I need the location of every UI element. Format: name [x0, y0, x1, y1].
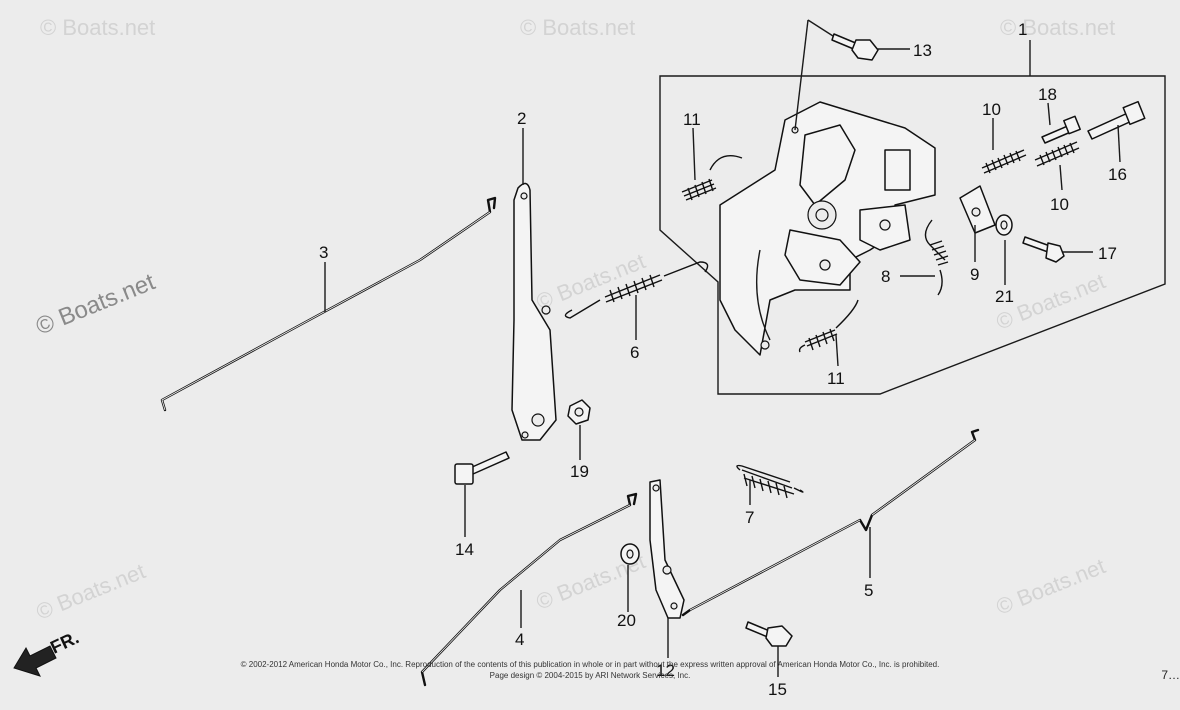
clip-9 [959, 185, 996, 234]
nut-19 [567, 399, 591, 425]
rod-3 [160, 196, 497, 412]
rod-5 [681, 428, 980, 617]
spring-11-upper [681, 155, 743, 201]
copyright-notice: © 2002-2012 American Honda Motor Co., In… [240, 660, 940, 669]
bolt-17 [1022, 236, 1065, 263]
callout-10-upper: 10 [982, 100, 1001, 119]
bolt-14 [454, 451, 510, 485]
callout-14: 14 [455, 540, 474, 559]
watermark: © Boats.net [1000, 15, 1115, 40]
bolt-15 [745, 621, 793, 647]
rod-4 [420, 492, 638, 687]
watermark: © Boats.net [993, 553, 1109, 619]
front-direction-arrow: FR. [13, 627, 82, 677]
bolt-13 [831, 33, 879, 61]
callout-4: 4 [515, 630, 524, 649]
callout-8: 8 [881, 267, 890, 286]
callout-19: 19 [570, 462, 589, 481]
watermark: © Boats.net [533, 248, 649, 314]
callout-10-lower: 10 [1050, 195, 1069, 214]
callout-6: 6 [630, 343, 639, 362]
callout-3: 3 [319, 243, 328, 262]
callout-13: 13 [913, 41, 932, 60]
page-design-credit: Page design © 2004-2015 by ARI Network S… [489, 671, 691, 680]
washer-21 [995, 214, 1013, 236]
bolt-16 [1087, 100, 1146, 140]
spring-8 [924, 219, 949, 296]
leader-lines [324, 19, 1121, 677]
callout-20: 20 [617, 611, 636, 630]
spring-6 [564, 261, 709, 319]
callout-11-upper: 11 [683, 110, 701, 129]
spring-10-lower [1034, 141, 1080, 167]
watermark-main: © Boats.net [32, 268, 159, 340]
callout-16: 16 [1108, 165, 1127, 184]
page-number: 7… [1161, 668, 1180, 682]
lever-12 [649, 479, 685, 619]
washer-20 [620, 543, 640, 565]
lever-2 [511, 182, 557, 441]
spring-10-upper [981, 149, 1027, 174]
watermark: © Boats.net [33, 558, 149, 624]
callout-17: 17 [1098, 244, 1117, 263]
callout-1: 1 [1018, 20, 1027, 39]
callout-15: 15 [768, 680, 787, 699]
callout-21: 21 [995, 287, 1014, 306]
governor-plate [719, 101, 936, 356]
watermark: © Boats.net [40, 15, 155, 40]
spring-11-lower [798, 299, 859, 353]
callout-18: 18 [1038, 85, 1057, 104]
callout-7: 7 [745, 508, 754, 527]
callout-11-lower: 11 [827, 369, 845, 388]
assembly-outline [659, 40, 1166, 395]
callout-2: 2 [517, 109, 526, 128]
callout-numbers: 1 2 3 4 5 6 7 8 9 10 10 11 11 12 13 14 1… [319, 20, 1127, 699]
spring-7 [736, 464, 804, 499]
callout-9: 9 [970, 265, 979, 284]
callout-12: 12 [656, 661, 675, 680]
callout-5: 5 [864, 581, 873, 600]
watermark: © Boats.net [520, 15, 635, 40]
bolt-18 [1041, 115, 1081, 144]
